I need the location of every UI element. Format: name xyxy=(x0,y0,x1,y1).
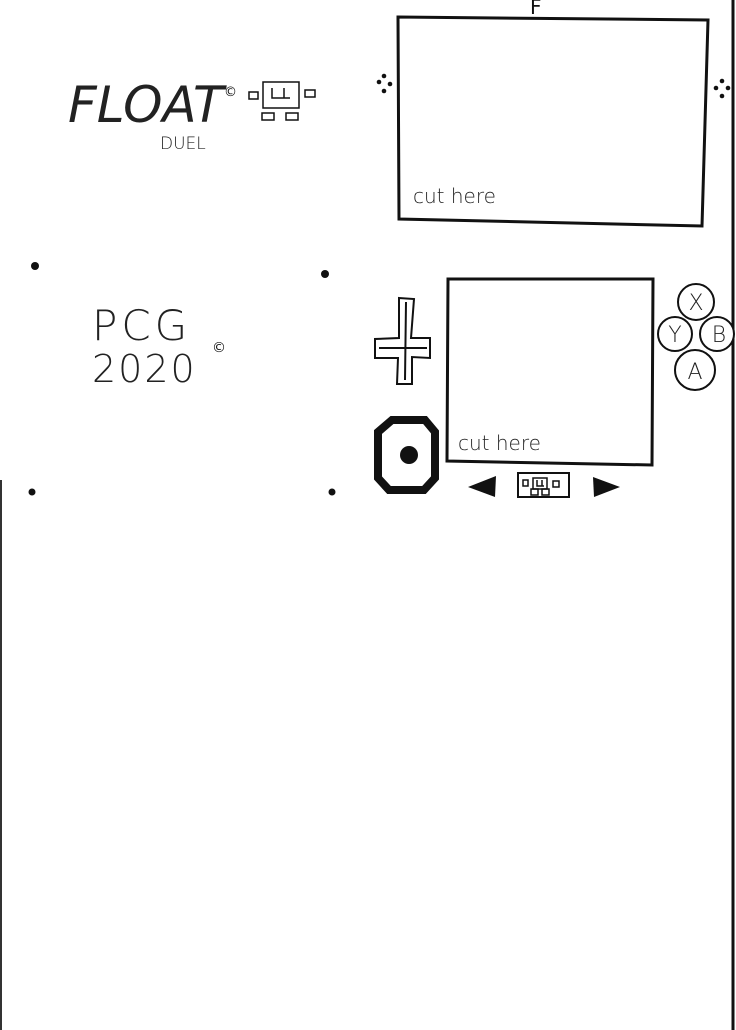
x-button-label: X xyxy=(688,291,703,316)
corner-dot xyxy=(321,270,329,278)
studio-mark: PCG 2020 © xyxy=(92,301,226,391)
face-buttons: X Y B A xyxy=(657,283,735,391)
corner-dot xyxy=(328,488,336,496)
logo-title: FLOAT xyxy=(68,76,227,134)
logo-subtitle: DUEL xyxy=(160,134,206,154)
logo-copyright: © xyxy=(224,85,237,100)
top-cut-label: cut here xyxy=(413,184,496,208)
bottom-screen: cut here xyxy=(445,277,655,467)
bottom-screen-frame xyxy=(445,277,655,467)
float-duel-logo: FLOAT © DUEL xyxy=(68,76,316,154)
corner-dot xyxy=(31,262,39,270)
b-button-label: B xyxy=(712,323,726,348)
corner-dot xyxy=(28,488,36,496)
top-mark: F xyxy=(530,0,542,19)
right-arrow-button[interactable] xyxy=(593,477,620,497)
studio-name: PCG xyxy=(92,301,191,350)
x-button[interactable]: X xyxy=(677,283,715,321)
speaker-left-icon xyxy=(376,73,393,94)
speaker-right-icon xyxy=(713,78,731,99)
home-console-button[interactable] xyxy=(517,472,570,498)
analog-stick-icon[interactable] xyxy=(374,416,439,494)
a-button[interactable]: A xyxy=(674,349,716,391)
y-button-label: Y xyxy=(668,323,681,348)
console-mini-icon xyxy=(248,81,316,121)
top-screen-frame xyxy=(396,15,710,228)
y-button[interactable]: Y xyxy=(657,316,693,352)
top-screen: F cut here xyxy=(376,0,731,228)
studio-copyright: © xyxy=(212,340,226,356)
dpad-icon[interactable] xyxy=(374,296,431,385)
a-button-label: A xyxy=(687,360,702,385)
studio-year: 2020 xyxy=(92,347,197,391)
corner-dots xyxy=(28,262,336,496)
bottom-cut-label: cut here xyxy=(458,431,541,455)
left-arrow-button[interactable] xyxy=(468,476,496,497)
b-button[interactable]: B xyxy=(699,316,735,352)
